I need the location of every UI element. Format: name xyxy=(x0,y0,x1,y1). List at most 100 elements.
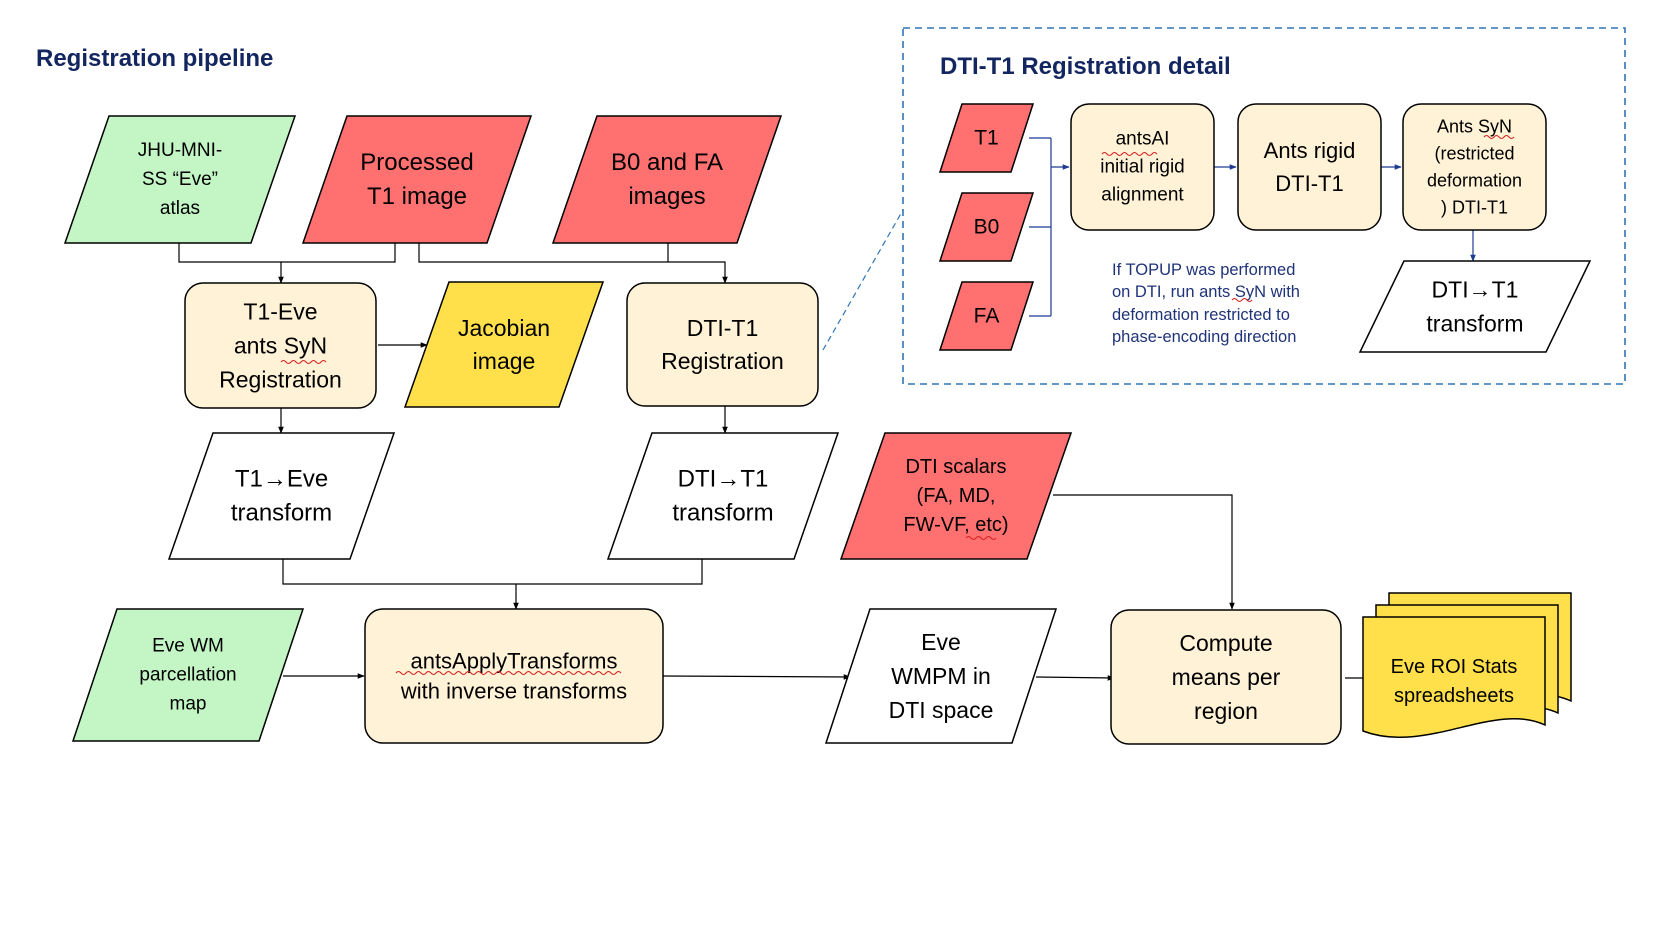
node-label-line: with inverse transforms xyxy=(400,679,627,704)
node-d-b0: B0 xyxy=(938,192,1035,262)
node-label-line: Compute xyxy=(1179,630,1272,656)
connectors xyxy=(178,243,1401,681)
node-label-line: DTI→T1 xyxy=(1432,277,1519,303)
node-shape xyxy=(938,281,1035,351)
node-label-line: transform xyxy=(672,500,773,527)
node-shape xyxy=(606,432,840,560)
node-shape xyxy=(1070,103,1215,231)
node-shape xyxy=(1358,260,1592,353)
zoom-connector xyxy=(822,209,904,351)
node-label-line: T1 image xyxy=(367,183,467,210)
spellcheck-underline xyxy=(280,360,327,364)
node-shape xyxy=(184,282,377,409)
node-label-line: initial rigid xyxy=(1100,157,1184,178)
node-label-line: image xyxy=(473,348,536,374)
topup-note: If TOPUP was performed on DTI, run ants … xyxy=(1112,261,1300,346)
detail-title: DTI-T1 Registration detail xyxy=(940,53,1231,80)
node-label-line: DTI-T1 xyxy=(687,315,759,341)
node-d-antsai: antsAI initial rigid alignment xyxy=(1070,103,1215,231)
node-label-line: map xyxy=(170,694,207,715)
detail-panel xyxy=(902,27,1626,385)
node-label-line: DTI scalars xyxy=(905,456,1006,478)
spellcheck-underline xyxy=(395,671,622,675)
node-shape xyxy=(1402,103,1547,231)
node-label-line: WMPM in xyxy=(891,663,991,689)
spellcheck-underline xyxy=(965,536,997,540)
node-dti-t1-transform: DTI→T1 transform xyxy=(606,432,840,560)
node-eve-atlas: JHU-MNI- SS “Eve” atlas xyxy=(63,115,297,244)
node-label-line: T1→Eve xyxy=(235,466,328,493)
connector-apply-to-wmpm xyxy=(662,674,851,680)
node-label-line: T1-Eve xyxy=(243,299,317,325)
node-label-line: ants SyN xyxy=(234,333,327,359)
node-label-line: antsAI xyxy=(1116,129,1170,150)
node-shape xyxy=(839,432,1073,560)
node-label-line: deformation xyxy=(1427,171,1522,191)
node-shape xyxy=(626,282,819,407)
node-eve-wm-map: Eve WM parcellation map xyxy=(71,608,305,742)
node-label-line: (restricted xyxy=(1434,144,1514,164)
node-shape xyxy=(551,115,783,244)
connector-t1-to-t1eve xyxy=(281,243,396,263)
node-label-line: Jacobian xyxy=(458,315,550,341)
node-d-t1: T1 xyxy=(938,103,1035,173)
spellcheck-underline xyxy=(1101,152,1158,156)
node-t1-eve-transform: T1→Eve transform xyxy=(167,432,396,560)
document-sheet xyxy=(1362,616,1546,739)
node-label-line: Eve ROI Stats xyxy=(1391,656,1518,678)
node-label-line: Eve xyxy=(921,629,961,655)
node-label-line: images xyxy=(628,183,705,210)
node-label-line: (FA, MD, xyxy=(917,485,996,507)
connector-transforms-to-apply xyxy=(282,559,703,585)
node-label-line: T1 xyxy=(974,127,999,150)
node-label-line: ) DTI-T1 xyxy=(1441,198,1508,218)
node-label-line: Ants SyN xyxy=(1437,117,1512,137)
node-shape xyxy=(167,432,396,560)
node-d-syn: Ants SyN (restricted deformation ) DTI-T1 xyxy=(1402,103,1547,231)
node-shape xyxy=(63,115,297,244)
connector-scalars-to-compute xyxy=(1053,494,1235,610)
node-label-line: Processed xyxy=(360,149,473,176)
node-label-line: B0 xyxy=(974,216,1000,239)
note-line: deformation restricted to xyxy=(1112,306,1290,324)
node-label-line: region xyxy=(1194,698,1258,724)
node-label-line: alignment xyxy=(1101,185,1184,206)
node-label-line: atlas xyxy=(160,198,200,219)
node-shape xyxy=(938,103,1035,173)
node-jacobian: Jacobian image xyxy=(403,281,605,408)
node-label-line: FA xyxy=(974,305,1000,328)
node-shape xyxy=(403,281,605,408)
detail-connectors xyxy=(1029,137,1476,317)
spellcheck-underlines xyxy=(280,135,1515,675)
node-label-line: Ants rigid xyxy=(1264,138,1356,163)
node-shape xyxy=(938,192,1035,262)
spellcheck-underline xyxy=(1231,298,1253,302)
node-shape xyxy=(1110,609,1342,745)
node-dti-scalars: DTI scalars (FA, MD, FW-VF, etc) xyxy=(839,432,1073,560)
node-label-line: transform xyxy=(231,500,332,527)
node-label-line: DTI-T1 xyxy=(1275,171,1343,196)
note-line: If TOPUP was performed xyxy=(1112,261,1295,279)
node-label-line: parcellation xyxy=(139,665,236,686)
node-label-line: DTI→T1 xyxy=(678,466,769,493)
node-label-line: antsApplyTransforms xyxy=(410,649,617,674)
connector-t1-to-dtit1 xyxy=(418,243,728,284)
main-title: Registration pipeline xyxy=(36,45,273,72)
node-shape xyxy=(301,115,533,244)
node-shape xyxy=(824,608,1058,744)
node-label-line: SS “Eve” xyxy=(142,169,218,190)
node-processed-t1: Processed T1 image xyxy=(301,115,533,244)
node-label-line: JHU-MNI- xyxy=(138,140,222,161)
connector-eve-to-t1eve xyxy=(178,243,284,284)
note-line: on DTI, run ants SyN with xyxy=(1112,283,1300,301)
node-label-line: FW-VF, etc) xyxy=(903,514,1008,536)
node-label-line: DTI space xyxy=(889,697,994,723)
node-label-line: Eve WM xyxy=(152,636,224,657)
